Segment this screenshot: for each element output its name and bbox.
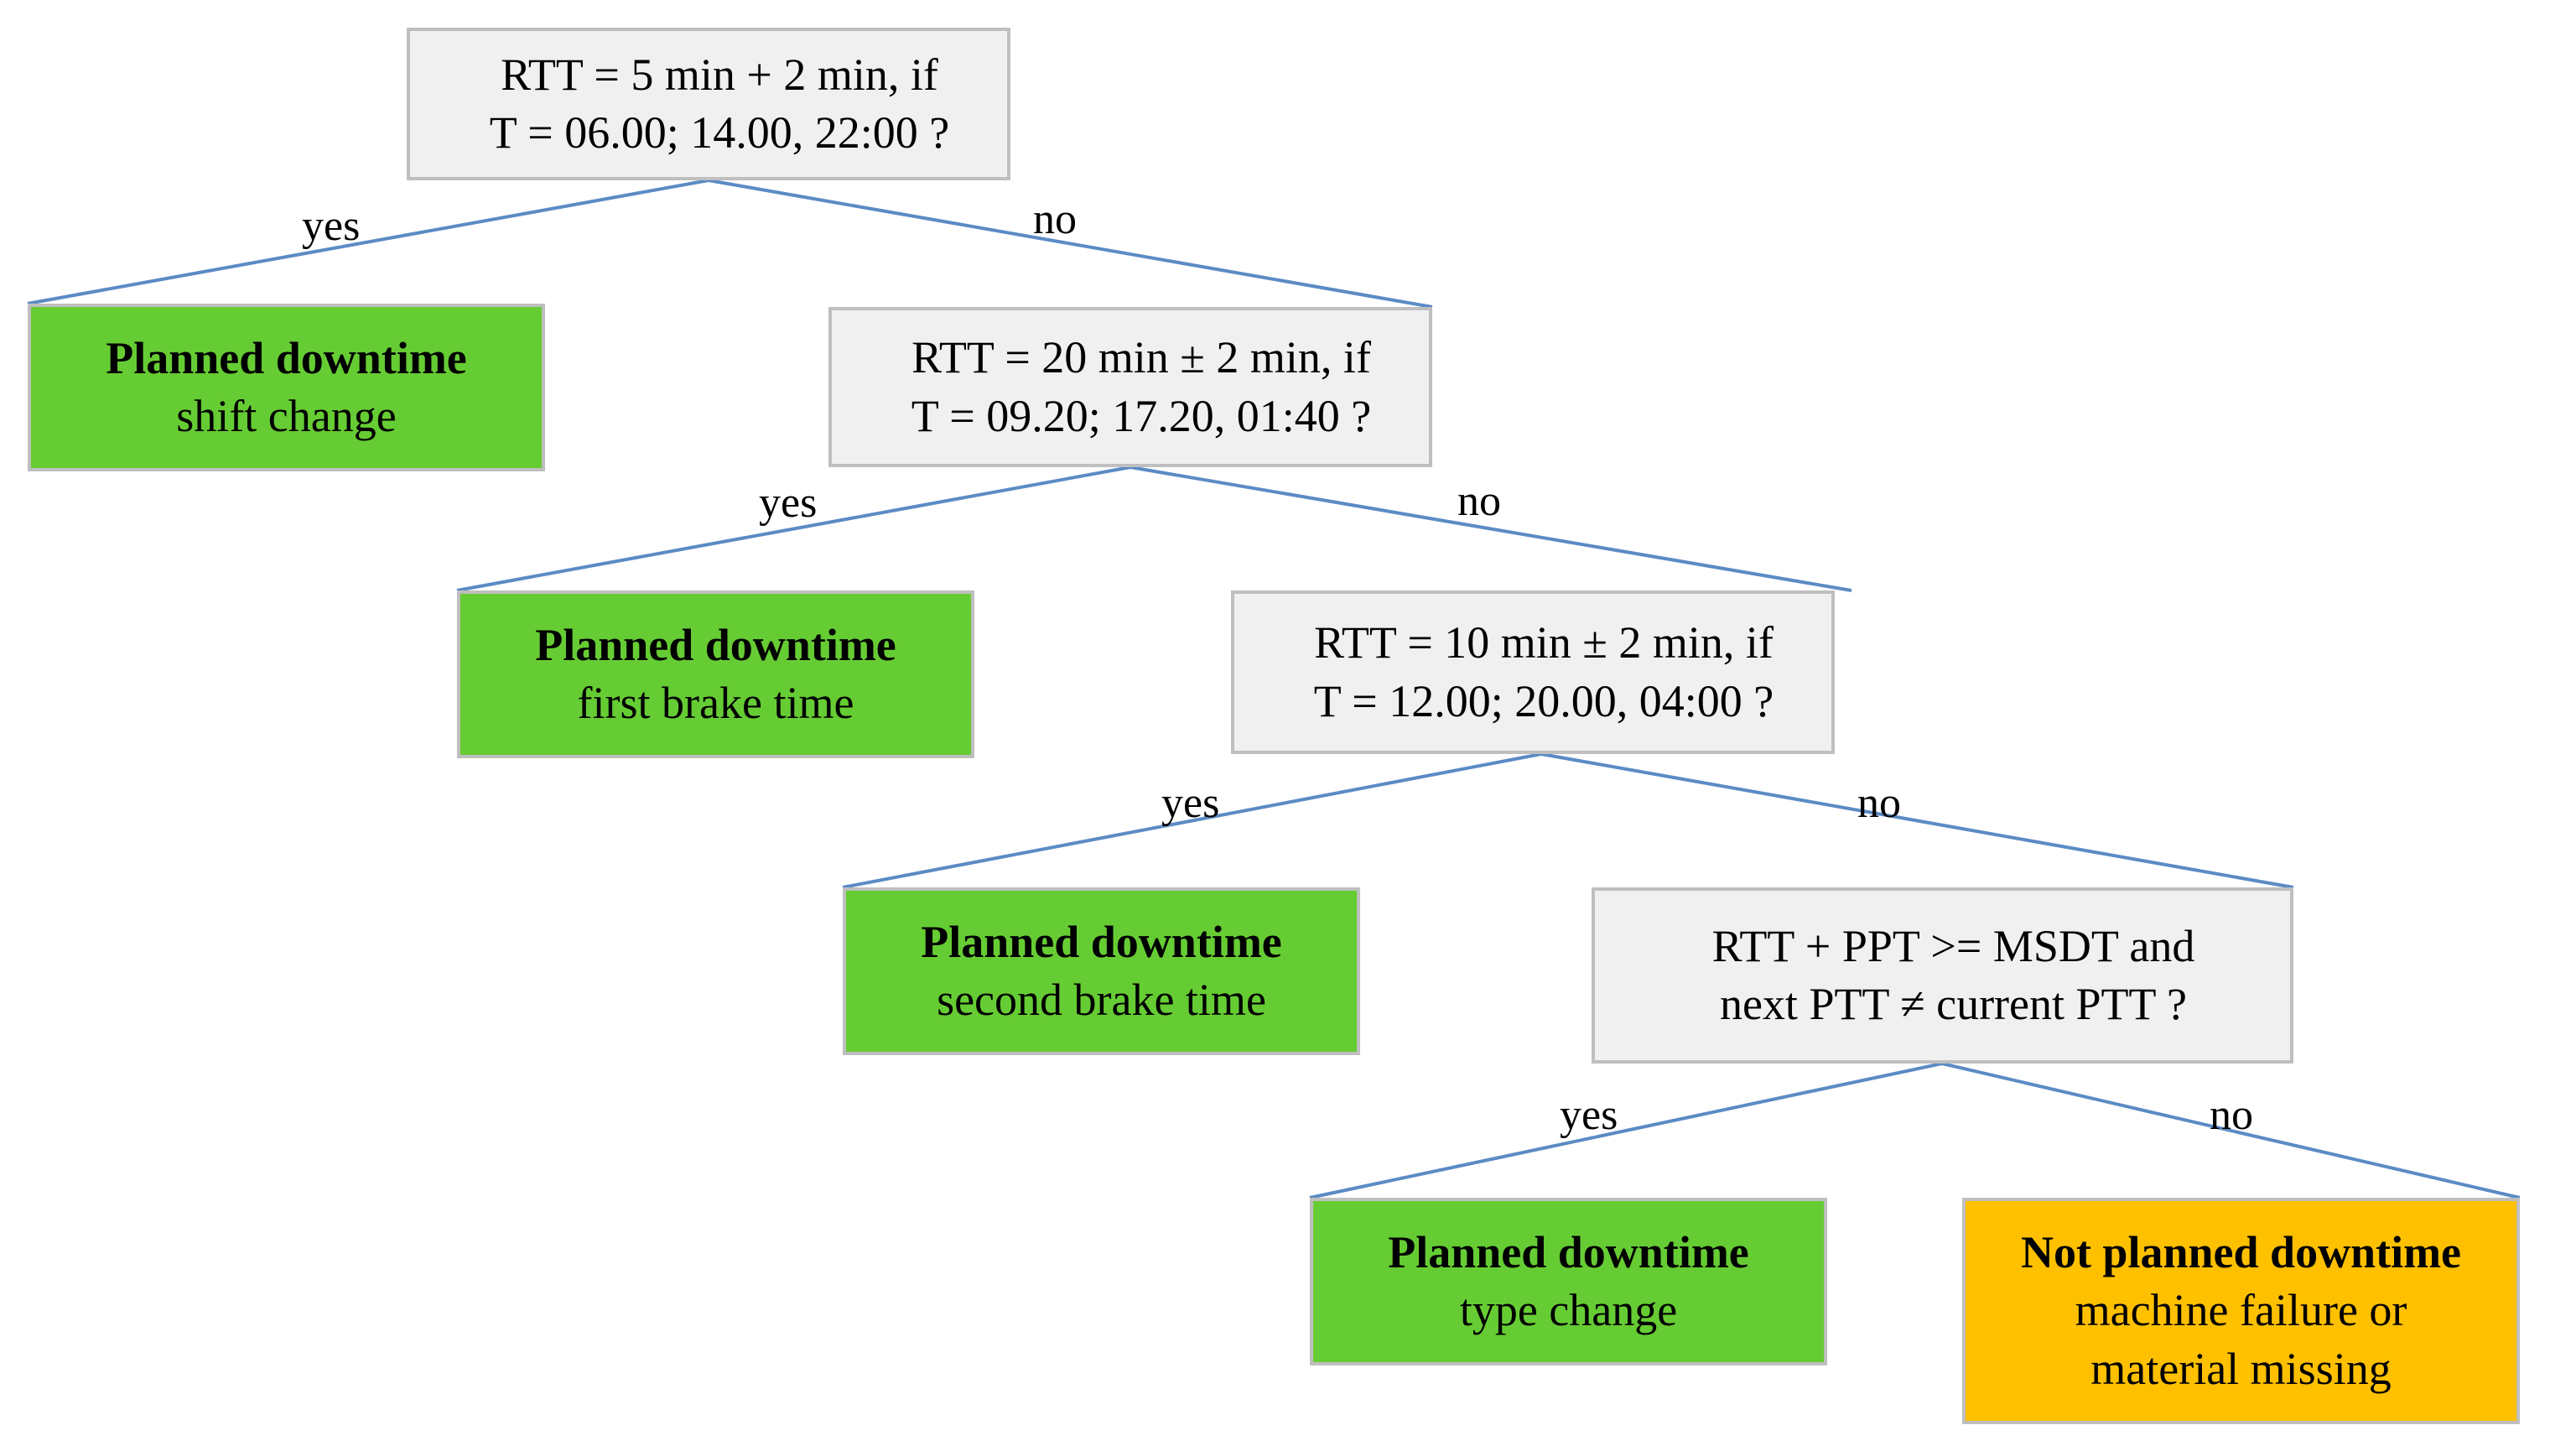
decision-node-rtt-10min: RTT = 10 min ± 2 min, if T = 12.00; 20.0… [1231,590,1835,754]
edge-d1-yes [27,179,709,305]
edge-label-d4-no: no [2210,1091,2253,1139]
edge-label-d2-no: no [1457,477,1501,525]
decision-node-rtt-10min-line1: RTT = 10 min ± 2 min, if [1314,617,1774,668]
leaf-node-first-brake-time-line1: Planned downtime [535,619,896,670]
decision-node-rtt-5min: RTT = 5 min + 2 min, if T = 06.00; 14.00… [407,28,1010,180]
decision-node-rtt-10min-line2: T = 12.00; 20.00, 04:00 ? [1313,675,1774,726]
decision-node-msdt-ptt-line1: RTT + PPT >= MSDT and [1711,920,2195,971]
leaf-node-not-planned-downtime: Not planned downtime machine failure or … [1962,1198,2520,1424]
decision-node-msdt-ptt-line2: next PTT ≠ current PTT ? [1719,979,2188,1029]
leaf-node-type-change-line1: Planned downtime [1388,1226,1749,1277]
edge-label-d3-yes: yes [1161,779,1220,827]
leaf-node-first-brake-time: Planned downtime first brake time [457,590,974,758]
decision-node-rtt-20min-line1: RTT = 20 min ± 2 min, if [911,332,1371,383]
decision-node-rtt-20min: RTT = 20 min ± 2 min, if T = 09.20; 17.2… [828,307,1432,467]
edge-label-d4-yes: yes [1560,1091,1618,1139]
leaf-node-not-planned-downtime-line1: Not planned downtime [2020,1227,2462,1278]
decision-node-rtt-5min-line2: T = 06.00; 14.00, 22:00 ? [489,107,950,158]
leaf-node-second-brake-time-line2: second brake time [937,975,1266,1025]
leaf-node-type-change-line2: type change [1459,1285,1678,1335]
edge-label-d1-no: no [1033,195,1077,243]
leaf-node-not-planned-downtime-line3: material missing [2090,1343,2392,1394]
leaf-node-shift-change: Planned downtime shift change [28,304,545,471]
edge-label-d1-yes: yes [302,202,361,250]
decision-node-rtt-5min-line1: RTT = 5 min + 2 min, if [501,49,938,100]
leaf-node-type-change: Planned downtime type change [1310,1198,1827,1365]
edge-d3-no [1540,752,2294,889]
decision-node-msdt-ptt: RTT + PPT >= MSDT and next PTT ≠ current… [1592,887,2293,1064]
leaf-node-shift-change-line1: Planned downtime [106,332,467,383]
leaf-node-not-planned-downtime-line2: machine failure or [2075,1285,2407,1336]
leaf-node-second-brake-time-line1: Planned downtime [921,916,1282,967]
leaf-node-first-brake-time-line2: first brake time [577,678,854,728]
leaf-node-shift-change-line2: shift change [176,391,397,441]
leaf-node-second-brake-time: Planned downtime second brake time [843,887,1360,1055]
edge-d4-yes [1309,1062,1943,1199]
edge-label-d2-yes: yes [759,479,818,527]
decision-node-rtt-20min-line2: T = 09.20; 17.20, 01:40 ? [911,390,1372,441]
edge-label-d3-no: no [1857,779,1901,827]
